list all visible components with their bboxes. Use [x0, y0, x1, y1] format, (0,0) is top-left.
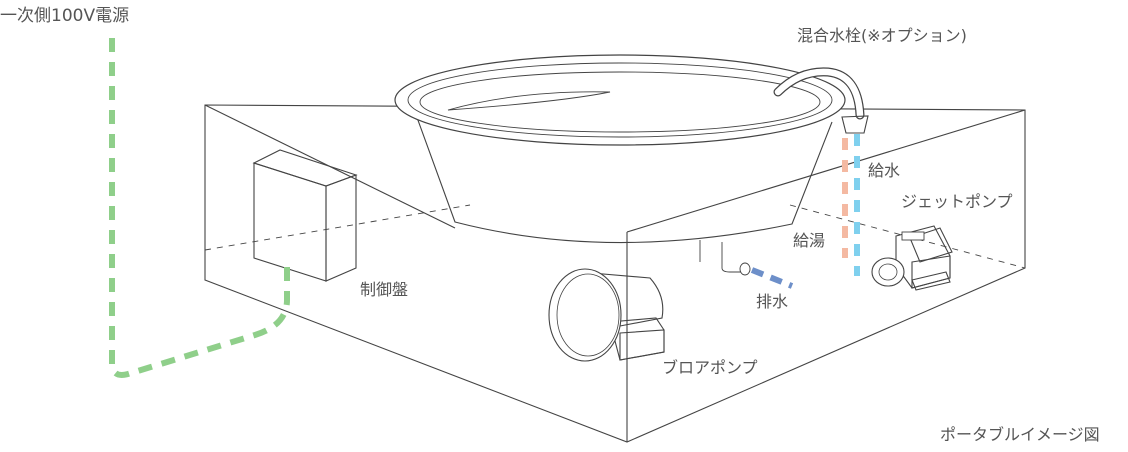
enclosure-box	[204, 104, 1026, 443]
faucet-icon	[773, 67, 869, 134]
blower-pump-icon	[548, 268, 665, 362]
control-panel-label: 制御盤	[360, 280, 409, 299]
blower-pump-label: ブロアポンプ	[662, 358, 758, 377]
water-supply-label: 給水	[868, 161, 901, 180]
drain-label: 排水	[756, 292, 789, 311]
power-line	[109, 38, 290, 378]
hot-supply-label: 給湯	[793, 231, 826, 250]
drain-line	[750, 267, 794, 289]
bathtub-icon	[394, 54, 846, 276]
diagram-caption: ポータブルイメージ図	[940, 425, 1100, 444]
jet-pump-label: ジェットポンプ	[901, 192, 1013, 211]
faucet-label: 混合水栓(※オプション)	[797, 26, 967, 45]
power-source-label: 一次側100V電源	[0, 6, 130, 26]
jet-pump-icon	[871, 225, 953, 291]
control-box-icon	[252, 149, 358, 282]
